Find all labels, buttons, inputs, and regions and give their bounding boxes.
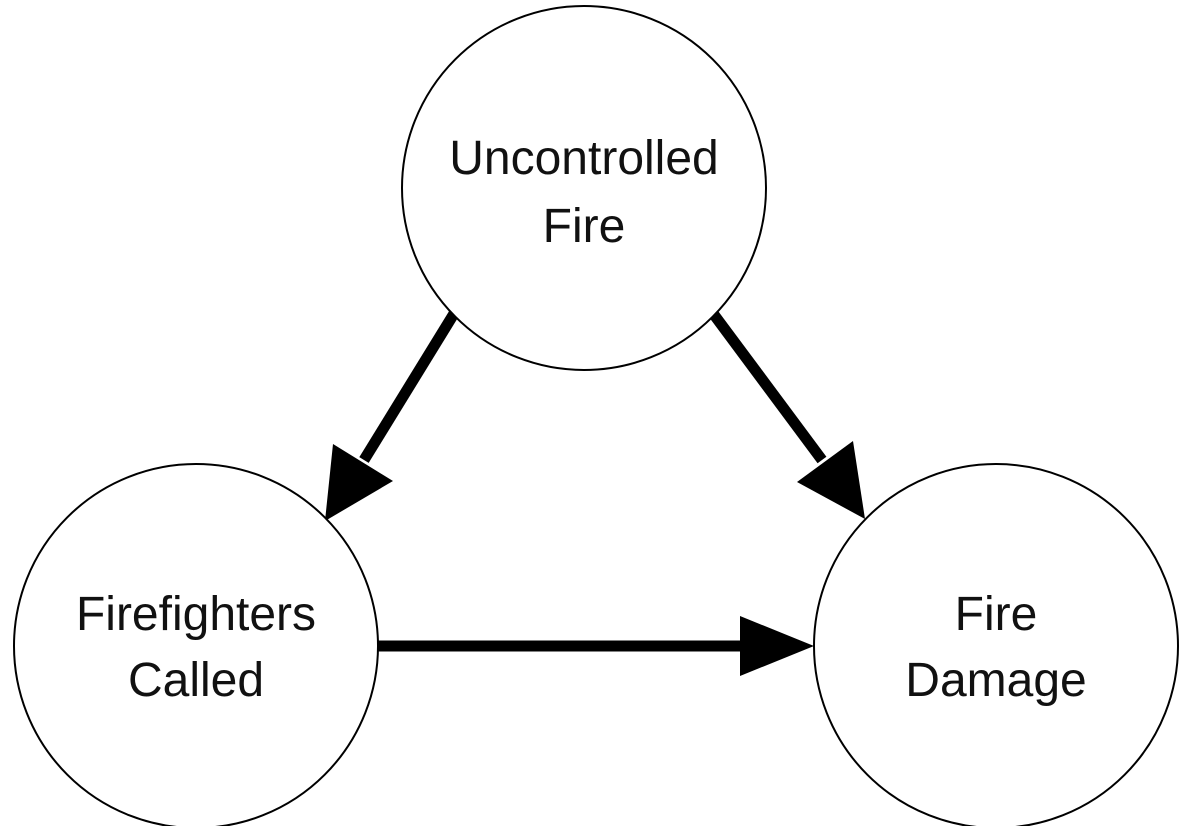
node-circle <box>13 463 379 826</box>
node-label: Called <box>128 654 264 707</box>
edge-firefighters-called-to-fire-damage <box>378 616 814 676</box>
node-fire-damage[interactable]: Fire Damage <box>813 463 1179 826</box>
arrowhead-icon <box>740 616 814 676</box>
arrowhead-icon <box>325 444 393 521</box>
node-label: Firefighters <box>76 588 316 641</box>
node-label: Fire <box>543 200 626 253</box>
node-circle <box>813 463 1179 826</box>
arrowhead-icon <box>797 441 865 519</box>
node-circle <box>401 5 767 371</box>
edge-uncontrolled-fire-to-firefighters-called <box>325 309 460 521</box>
edge-line <box>359 309 460 463</box>
node-label: Uncontrolled <box>449 132 718 185</box>
edge-uncontrolled-fire-to-fire-damage <box>707 308 865 519</box>
node-label: Damage <box>905 654 1086 707</box>
node-label: Fire <box>955 588 1038 641</box>
node-uncontrolled-fire[interactable]: Uncontrolled Fire <box>401 5 767 371</box>
node-firefighters-called[interactable]: Firefighters Called <box>13 463 379 826</box>
edge-line <box>707 308 827 464</box>
